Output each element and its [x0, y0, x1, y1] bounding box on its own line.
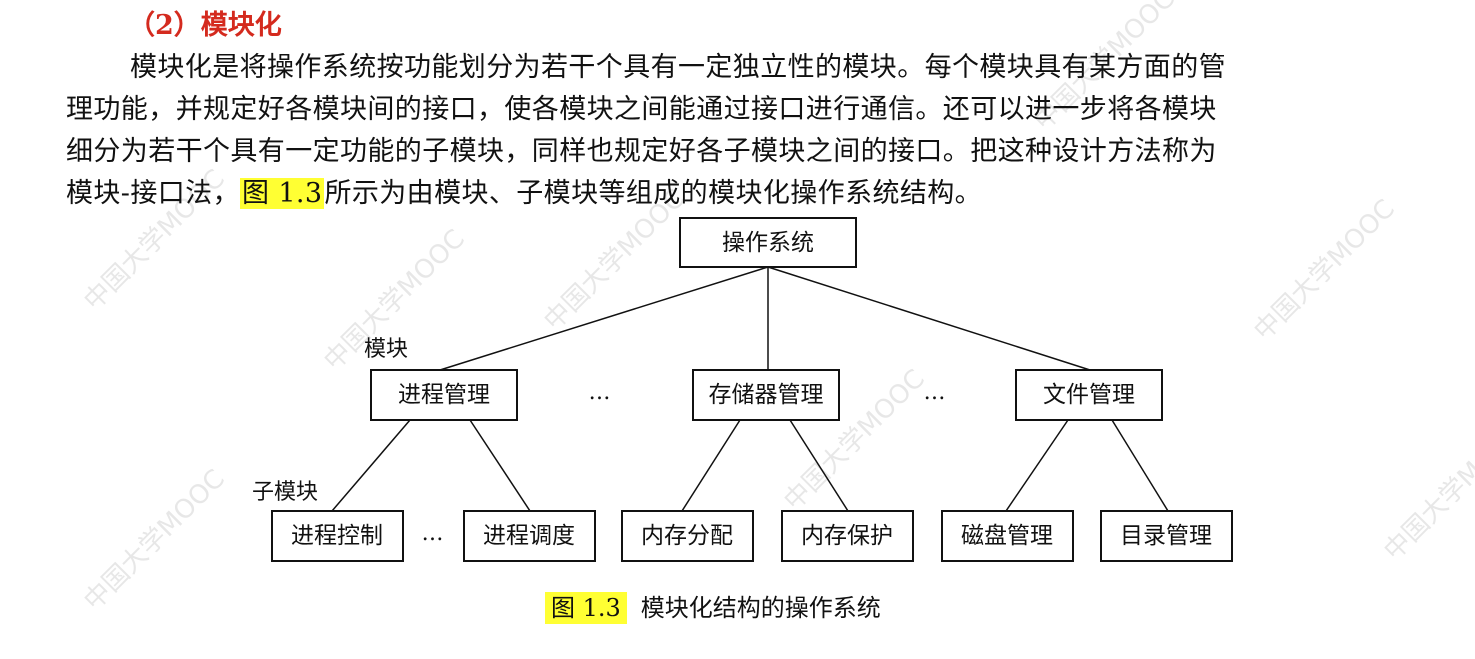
edge	[439, 266, 769, 371]
submodule-node-label: 内存保护	[801, 523, 893, 549]
submodule-node-label: 磁盘管理	[961, 523, 1053, 549]
submodule-node-label: 进程控制	[291, 523, 383, 549]
module-node-label: 进程管理	[398, 382, 490, 408]
paragraph-text: 模块-接口法，	[66, 178, 240, 209]
module-node-box	[1015, 369, 1163, 421]
submodule-node-box	[271, 510, 404, 562]
ellipsis: …	[923, 380, 947, 405]
submodule-node-box	[1100, 510, 1233, 562]
paragraph-line: 细分为若干个具有一定功能的子模块，同样也规定好各子模块之间的接口。把这种设计方法…	[66, 136, 1217, 167]
submodule-node-label: 目录管理	[1120, 523, 1212, 549]
root-node-label: 操作系统	[722, 230, 814, 256]
edge	[1111, 419, 1169, 512]
section-heading: （2）模块化	[128, 10, 282, 41]
module-node-label: 存储器管理	[708, 382, 824, 408]
submodule-node-label: 进程调度	[483, 523, 575, 549]
ellipsis: …	[588, 380, 612, 405]
edge	[1005, 419, 1069, 512]
submodule-node-box	[463, 510, 596, 562]
figure-number: 图 1.3	[545, 592, 627, 624]
module-level-label: 模块	[364, 337, 409, 362]
module-node-label: 文件管理	[1043, 382, 1135, 408]
submodule-node-box	[621, 510, 754, 562]
edge	[681, 419, 741, 512]
edge	[789, 419, 849, 512]
submodule-node-box	[781, 510, 914, 562]
figure-caption: 图 1.3 模块化结构的操作系统	[545, 586, 881, 630]
submodule-level-label: 子模块	[252, 480, 319, 505]
edge	[331, 419, 411, 512]
edge	[469, 419, 531, 512]
submodule-node-box	[941, 510, 1074, 562]
figure-caption-text: 模块化结构的操作系统	[640, 594, 881, 622]
submodule-node-label: 内存分配	[641, 523, 733, 549]
paragraph-text: 所示为由模块、子模块等组成的模块化操作系统结构。	[324, 178, 983, 209]
figure-reference-link[interactable]: 图 1.3	[239, 178, 325, 209]
edge	[767, 266, 1091, 371]
root-node-box	[679, 217, 857, 268]
paragraph-line-last: 模块-接口法，图 1.3所示为由模块、子模块等组成的模块化操作系统结构。	[66, 174, 982, 214]
paragraph-line: 模块化是将操作系统按功能划分为若干个具有一定独立性的模块。每个模块具有某方面的管	[130, 52, 1226, 83]
module-node-box	[692, 369, 840, 421]
ellipsis: …	[421, 521, 445, 546]
module-node-box	[370, 369, 518, 421]
paragraph-line: 理功能，并规定好各模块间的接口，使各模块之间能通过接口进行通信。还可以进一步将各…	[66, 94, 1217, 125]
